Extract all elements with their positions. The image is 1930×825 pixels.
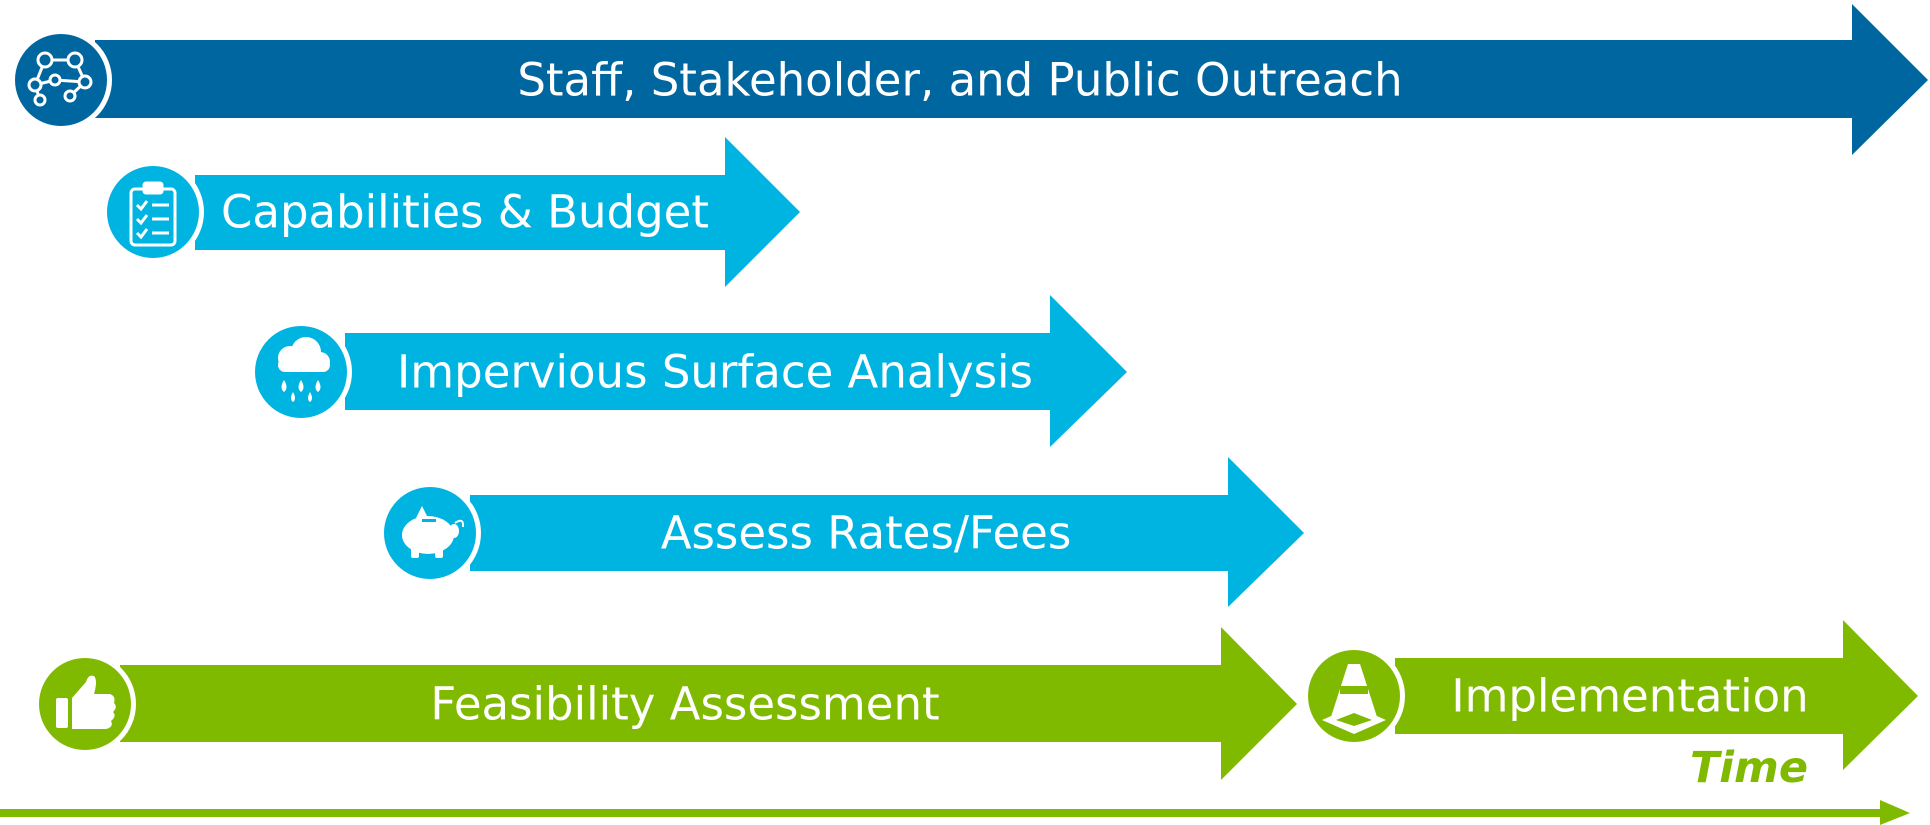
clipboard-checklist-icon [129, 181, 177, 247]
piggy-bank-icon [402, 506, 465, 558]
thumbs-up-icon [56, 675, 116, 729]
phase-feasibility: Feasibility Assessment [34, 627, 1297, 780]
network-people-icon [27, 51, 93, 107]
phase-capabilities-budget: Capabilities & Budget [102, 137, 800, 287]
time-axis-arrowhead [1880, 800, 1910, 825]
phase-capabilities-budget-arrow [195, 137, 800, 287]
phase-assess-rates-arrow [470, 457, 1304, 607]
time-axis: Time [0, 743, 1910, 825]
phase-outreach-arrow [95, 4, 1928, 155]
phase-feasibility-arrow [120, 627, 1297, 780]
phase-implementation-label: Implementation [1451, 670, 1808, 723]
phase-feasibility-label: Feasibility Assessment [430, 678, 939, 731]
phase-assess-rates-label: Assess Rates/Fees [661, 507, 1072, 560]
phase-outreach: Staff, Stakeholder, and Public Outreach [10, 4, 1928, 155]
traffic-cone-icon [1322, 664, 1386, 734]
phase-impervious-surface-label: Impervious Surface Analysis [397, 346, 1033, 399]
rain-cloud-icon [278, 337, 330, 402]
phase-impervious-surface: Impervious Surface Analysis [250, 295, 1127, 447]
phase-capabilities-budget-label: Capabilities & Budget [221, 186, 709, 239]
phase-implementation: Implementation [1303, 620, 1918, 770]
phase-outreach-label: Staff, Stakeholder, and Public Outreach [517, 54, 1402, 107]
phase-implementation-arrow [1395, 620, 1918, 770]
phase-assess-rates: Assess Rates/Fees [379, 457, 1304, 607]
time-axis-label: Time [1690, 743, 1808, 793]
phase-impervious-surface-arrow [345, 295, 1127, 447]
